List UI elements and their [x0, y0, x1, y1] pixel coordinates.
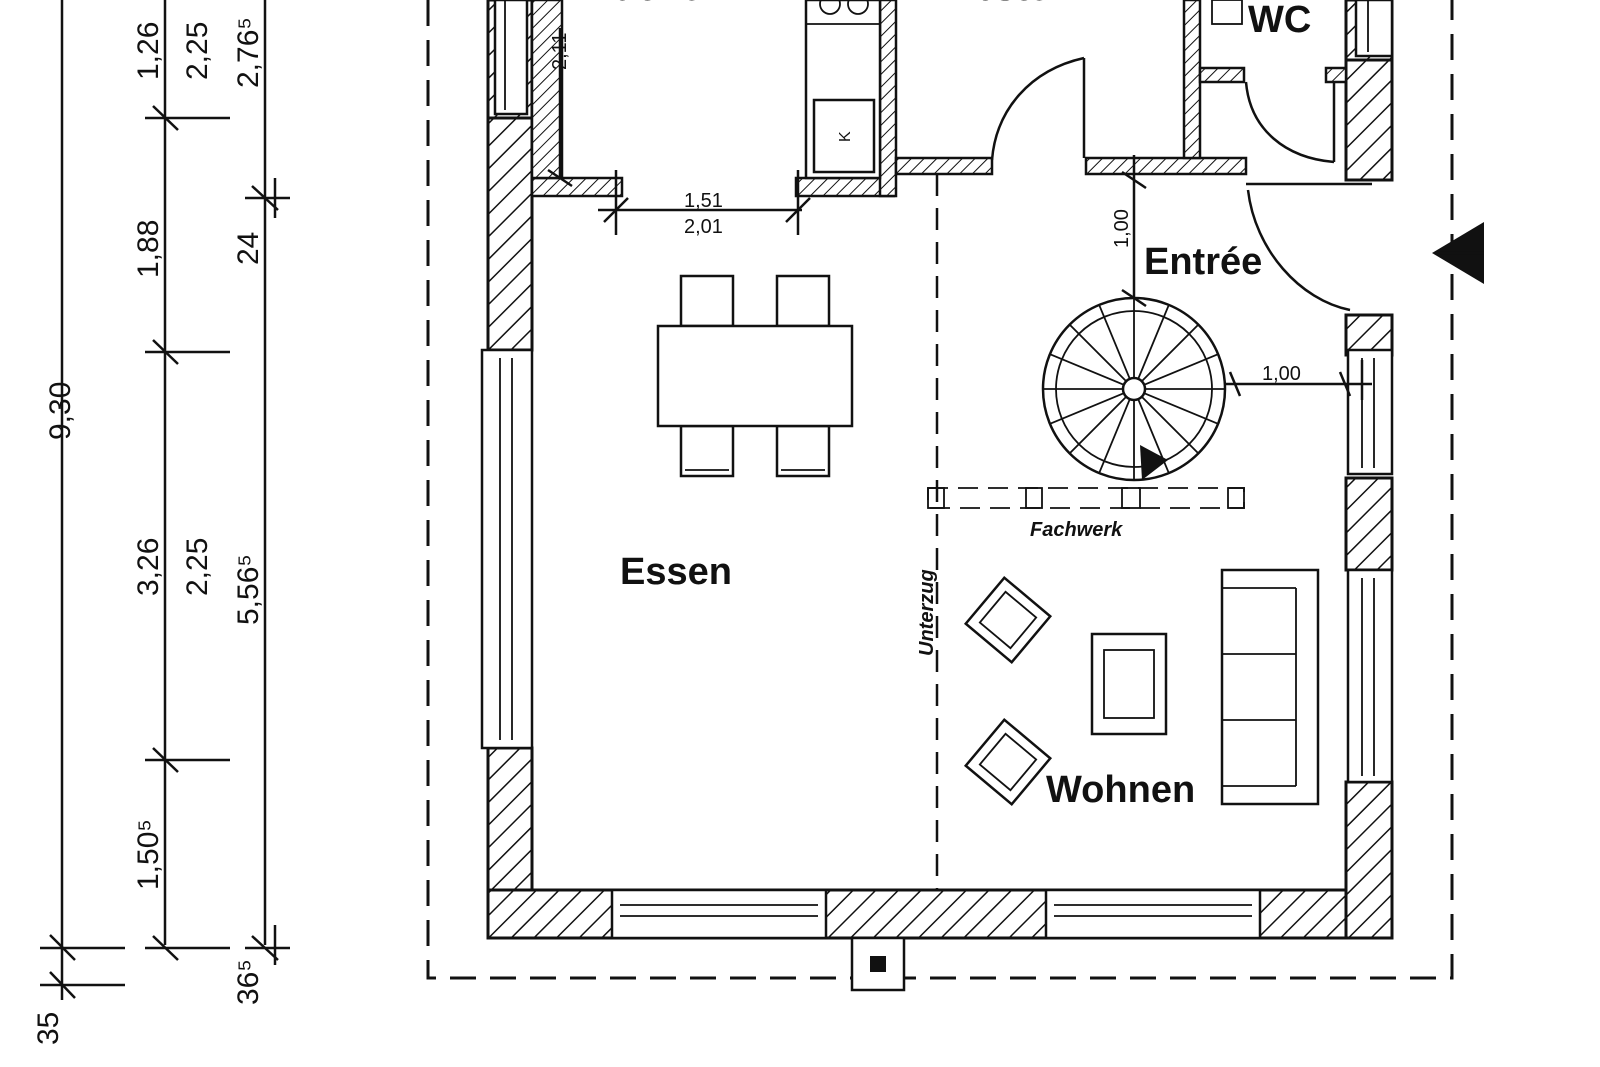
dim-col2-2: 3,26	[132, 538, 165, 596]
dim-col4-2: 5,56⁵	[232, 554, 265, 625]
stair-step	[1069, 324, 1127, 382]
dim-opening-a: 1,51	[684, 190, 723, 212]
dim-stair-top: 1,00	[1111, 209, 1133, 248]
dim-col2-4: 35	[32, 1012, 65, 1045]
armchair-2	[963, 717, 1053, 807]
dim-kitchen-height: 2,11	[549, 33, 571, 70]
wc-fixture	[1211, 0, 1243, 25]
room-pantry: Abstell	[944, 0, 1071, 9]
stair-step	[1098, 398, 1131, 474]
dim-col4-0: 2,76⁵	[232, 17, 265, 88]
opening-dimension	[547, 28, 811, 235]
dim-col3-1: 2,25	[181, 538, 214, 596]
interior-walls	[530, 0, 1348, 198]
dimension-labels: 9,30 1,26 1,88 3,26 1,50⁵ 35 2,25 2,25 2…	[32, 17, 265, 1045]
stair-step	[1137, 304, 1170, 380]
room-wc: WC	[1248, 0, 1311, 41]
stair-step	[1141, 396, 1199, 454]
stair-step	[1098, 304, 1131, 380]
room-entree: Entrée	[1144, 241, 1262, 283]
unterzug-label: Unterzug	[916, 569, 938, 656]
stair-step	[1049, 353, 1125, 386]
coffee-table	[1090, 632, 1168, 736]
dim-col4-3: 36⁵	[232, 959, 265, 1005]
dim-stair-right: 1,00	[1262, 363, 1301, 385]
dim-col2-1: 1,88	[132, 220, 165, 278]
windows	[480, 0, 1394, 940]
sofa	[1220, 568, 1320, 806]
fachwerk-beam	[927, 487, 1245, 509]
fridge-label: K	[837, 131, 854, 142]
dim-total: 9,30	[44, 382, 77, 440]
stair-step	[1141, 324, 1199, 382]
stair-step	[1143, 353, 1219, 386]
stair-step	[1049, 392, 1125, 425]
fachwerk-label: Fachwerk	[1030, 519, 1123, 541]
dim-col3-0: 2,25	[181, 22, 214, 80]
spiral-staircase	[1041, 155, 1372, 482]
dimension-chains	[40, 0, 290, 1000]
room-kitchen: Küche	[586, 0, 702, 9]
property-boundary	[426, 0, 1454, 980]
dining-table	[656, 274, 854, 478]
room-essen: Essen	[620, 551, 732, 593]
dim-opening-b: 2,01	[684, 216, 723, 238]
dim-col2-0: 1,26	[132, 22, 165, 80]
flue-box	[850, 936, 906, 992]
dim-col4-1: 24	[232, 232, 265, 265]
stair-step	[1069, 396, 1127, 454]
room-wohnen: Wohnen	[1046, 769, 1195, 811]
stair-step	[1143, 392, 1219, 425]
doors	[990, 56, 1372, 312]
armchair-1	[963, 575, 1053, 665]
kitchen-unit: K	[804, 0, 882, 180]
dim-col2-3: 1,50⁵	[132, 819, 165, 890]
